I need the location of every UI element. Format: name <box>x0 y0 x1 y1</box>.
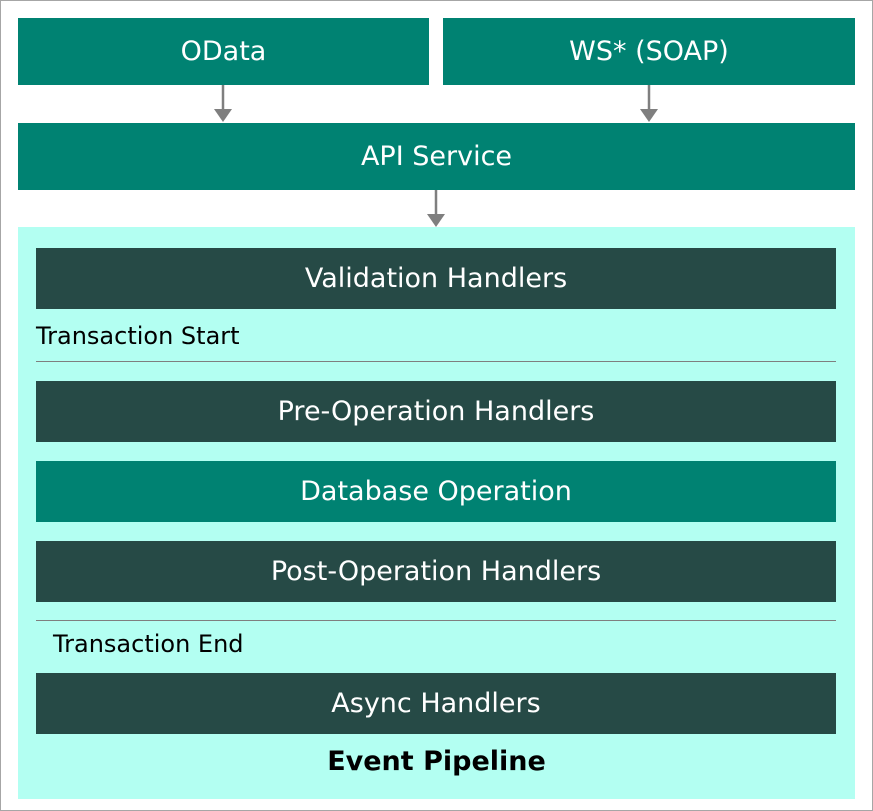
soap-label: WS* (SOAP) <box>569 36 729 67</box>
validation-handlers-box: Validation Handlers <box>36 248 836 309</box>
database-operation-label: Database Operation <box>300 476 572 507</box>
validation-handlers-label: Validation Handlers <box>304 263 568 294</box>
odata-label: OData <box>180 36 267 67</box>
odata-box: OData <box>18 18 429 85</box>
event-pipeline: Validation Handlers Transaction Start Pr… <box>18 227 855 799</box>
api-service-label: API Service <box>360 141 513 172</box>
post-operation-handlers-box: Post-Operation Handlers <box>36 541 836 602</box>
transaction-end-label: Transaction End <box>53 630 244 658</box>
pre-operation-handlers-box: Pre-Operation Handlers <box>36 381 836 442</box>
pre-operation-handlers-label: Pre-Operation Handlers <box>277 396 595 427</box>
async-handlers-box: Async Handlers <box>36 673 836 734</box>
arrow-down-icon <box>213 85 233 123</box>
soap-box: WS* (SOAP) <box>443 18 855 85</box>
async-handlers-label: Async Handlers <box>331 688 541 719</box>
post-operation-handlers-label: Post-Operation Handlers <box>270 556 602 587</box>
transaction-start-label: Transaction Start <box>36 322 240 350</box>
arrow-down-icon <box>639 85 659 123</box>
transaction-end-divider <box>36 620 836 621</box>
arrow-down-icon <box>426 190 446 228</box>
event-pipeline-title: Event Pipeline <box>327 746 546 777</box>
transaction-start-divider <box>36 361 836 362</box>
database-operation-box: Database Operation <box>36 461 836 522</box>
api-service-box: API Service <box>18 123 855 190</box>
